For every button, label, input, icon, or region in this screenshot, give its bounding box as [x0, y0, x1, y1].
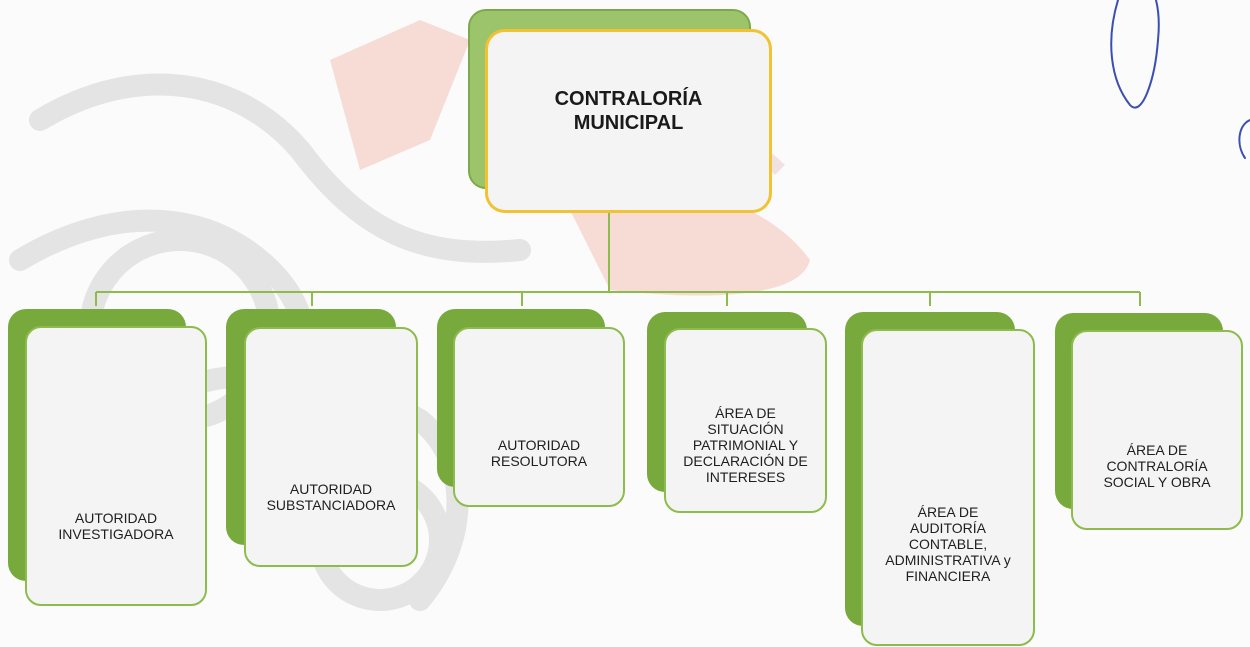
node-label-line: FINANCIERA — [905, 567, 991, 584]
root-node-card: CONTRALORÍA MUNICIPAL — [485, 29, 772, 213]
node-card: AUTORIDAD SUBSTANCIADORA — [244, 327, 418, 567]
node-label-line: AUTORIDAD — [289, 481, 373, 497]
node-label-line: SOCIAL Y OBRA — [1103, 474, 1211, 490]
node-label-line: ÁREA DE — [917, 503, 979, 520]
node-card: ÁREA DE AUDITORÍA CONTABLE, ADMINISTRATI… — [861, 329, 1035, 646]
node-label-line: DECLARACIÓN DE — [683, 452, 808, 469]
node-label-line: SITUACIÓN — [707, 420, 784, 437]
node-label-line: CONTABLE, — [908, 535, 988, 552]
node-card: ÁREA DE SITUACIÓN PATRIMONIAL Y DECLARAC… — [664, 328, 827, 513]
node-card: AUTORIDAD INVESTIGADORA — [25, 326, 207, 606]
handwritten-signature — [1110, 0, 1250, 159]
node-label-line: ÁREA DE — [715, 404, 776, 421]
node-label-line: PATRIMONIAL Y — [692, 436, 799, 453]
node-label-line: CONTRALORÍA — [1106, 458, 1208, 474]
root-title-line-2: MUNICIPAL — [573, 112, 684, 134]
node-card: AUTORIDAD RESOLUTORA — [453, 327, 625, 507]
node-label-line: INVESTIGADORA — [58, 526, 174, 542]
node-label-line: AUTORIDAD — [497, 437, 581, 453]
node-label-line: ADMINISTRATIVA y — [885, 551, 1011, 568]
node-label-line: INTERESES — [705, 468, 786, 485]
node-label-line: ÁREA DE — [1126, 442, 1188, 458]
node-label-line: AUDITORÍA — [910, 519, 986, 536]
node-card: ÁREA DE CONTRALORÍA SOCIAL Y OBRA — [1071, 330, 1243, 530]
node-label-line: RESOLUTORA — [490, 453, 588, 469]
node-label-line: SUBSTANCIADORA — [266, 497, 396, 513]
node-label-line: AUTORIDAD — [74, 510, 158, 526]
root-title-line-1: CONTRALORÍA — [554, 88, 703, 110]
